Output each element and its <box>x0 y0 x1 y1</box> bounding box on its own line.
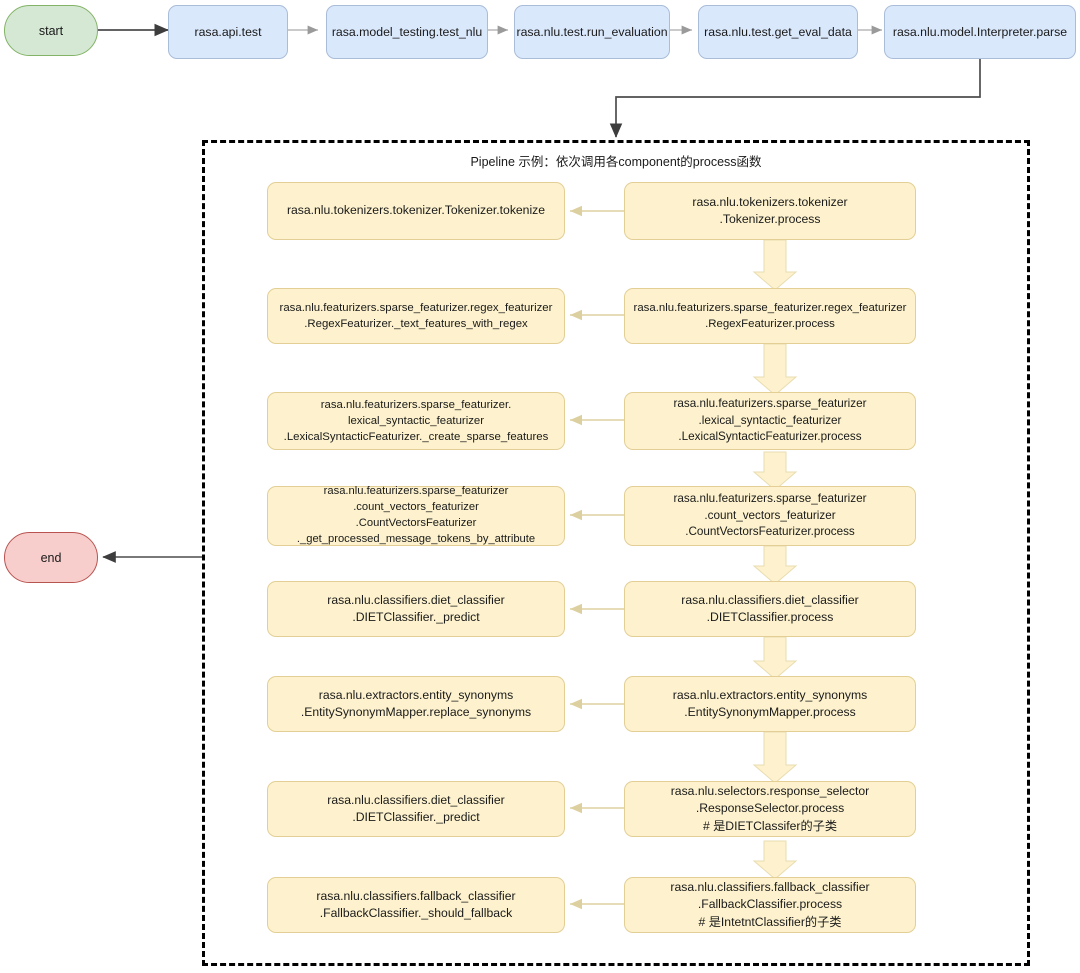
line: .EntitySynonymMapper.process <box>684 705 856 719</box>
line: .CountVectorsFeaturizer <box>355 517 477 529</box>
line: rasa.nlu.tokenizers.tokenizer <box>692 194 848 209</box>
pipeline-right-node-0-lines: rasa.nlu.tokenizers.tokenizer .Tokenizer… <box>633 194 907 229</box>
node-start[interactable]: start <box>4 5 98 56</box>
pipeline-right-node-3-lines: rasa.nlu.featurizers.sparse_featurizer .… <box>633 491 907 541</box>
line: rasa.nlu.extractors.entity_synonyms <box>672 687 868 702</box>
node-rasa-api-test[interactable]: rasa.api.test <box>168 5 288 59</box>
pipeline-left-node-4[interactable]: rasa.nlu.classifiers.diet_classifier .DI… <box>267 581 565 637</box>
node-label: rasa.nlu.test.get_eval_data <box>704 24 852 39</box>
node-end-label: end <box>40 550 62 565</box>
edge-interpreter-parse-to-pipeline <box>609 59 981 138</box>
node-label: rasa.nlu.test.run_evaluation <box>516 24 668 39</box>
line: rasa.nlu.featurizers.sparse_featurizer.r… <box>279 301 553 314</box>
pipeline-right-node-2[interactable]: rasa.nlu.featurizers.sparse_featurizer .… <box>624 392 916 450</box>
pipeline-left-node-7[interactable]: rasa.nlu.classifiers.fallback_classifier… <box>267 877 565 933</box>
pipeline-right-node-1[interactable]: rasa.nlu.featurizers.sparse_featurizer.r… <box>624 288 916 344</box>
line: rasa.nlu.tokenizers.tokenizer.Tokenizer.… <box>286 203 546 218</box>
line: rasa.nlu.classifiers.fallback_classifier <box>316 888 516 903</box>
pipeline-right-node-0[interactable]: rasa.nlu.tokenizers.tokenizer .Tokenizer… <box>624 182 916 240</box>
line: .FallbackClassifier.process <box>697 897 843 912</box>
pipeline-right-node-7-lines: rasa.nlu.classifiers.fallback_classifier… <box>633 879 907 931</box>
node-label: rasa.api.test <box>194 24 262 39</box>
line: .CountVectorsFeaturizer.process <box>685 525 855 539</box>
pipeline-right-node-2-lines: rasa.nlu.featurizers.sparse_featurizer .… <box>633 396 907 446</box>
line: .DIETClassifier.process <box>706 610 834 624</box>
line: rasa.nlu.featurizers.sparse_featurizer <box>673 397 867 411</box>
pipeline-right-node-3[interactable]: rasa.nlu.featurizers.sparse_featurizer .… <box>624 486 916 546</box>
line: .count_vectors_featurizer <box>704 508 836 522</box>
node-rasa-nlu-model-interpreter-parse[interactable]: rasa.nlu.model.Interpreter.parse <box>884 5 1076 59</box>
line: # 是DIETClassifer的子类 <box>702 818 838 833</box>
pipeline-right-node-7[interactable]: rasa.nlu.classifiers.fallback_classifier… <box>624 877 916 933</box>
line: rasa.nlu.featurizers.sparse_featurizer <box>673 492 867 506</box>
pipeline-left-node-5[interactable]: rasa.nlu.extractors.entity_synonyms .Ent… <box>267 676 565 732</box>
line: lexical_syntactic_featurizer <box>347 414 485 427</box>
line: # 是IntetntClassifier的子类 <box>698 914 842 929</box>
line: .LexicalSyntacticFeaturizer.process <box>678 430 862 444</box>
line: .LexicalSyntacticFeaturizer._create_spar… <box>283 431 549 444</box>
pipeline-right-node-6[interactable]: rasa.nlu.selectors.response_selector .Re… <box>624 781 916 837</box>
line: .RegexFeaturizer.process <box>705 318 835 330</box>
pipeline-left-node-1[interactable]: rasa.nlu.featurizers.sparse_featurizer.r… <box>267 288 565 344</box>
pipeline-right-node-5[interactable]: rasa.nlu.extractors.entity_synonyms .Ent… <box>624 676 916 732</box>
line: rasa.nlu.extractors.entity_synonyms <box>318 687 514 702</box>
line: .FallbackClassifier._should_fallback <box>319 906 513 920</box>
pipeline-left-node-2[interactable]: rasa.nlu.featurizers.sparse_featurizer. … <box>267 392 565 450</box>
line: .DIETClassifier._predict <box>352 610 480 624</box>
pipeline-right-node-5-lines: rasa.nlu.extractors.entity_synonyms .Ent… <box>633 687 907 722</box>
line: ._get_processed_message_tokens_by_attrib… <box>296 532 536 545</box>
node-label: rasa.model_testing.test_nlu <box>331 24 483 39</box>
pipeline-left-node-6-lines: rasa.nlu.classifiers.diet_classifier .DI… <box>276 792 556 827</box>
line: rasa.nlu.selectors.response_selector <box>670 784 870 798</box>
pipeline-left-node-7-lines: rasa.nlu.classifiers.fallback_classifier… <box>276 888 556 923</box>
pipeline-container <box>202 140 1030 966</box>
pipeline-left-node-5-lines: rasa.nlu.extractors.entity_synonyms .Ent… <box>276 687 556 722</box>
node-rasa-nlu-test-run-evaluation[interactable]: rasa.nlu.test.run_evaluation <box>514 5 670 59</box>
pipeline-right-node-6-lines: rasa.nlu.selectors.response_selector .Re… <box>633 783 907 835</box>
pipeline-left-node-4-lines: rasa.nlu.classifiers.diet_classifier .DI… <box>276 592 556 627</box>
line: rasa.nlu.classifiers.diet_classifier <box>681 592 859 607</box>
line: rasa.nlu.featurizers.sparse_featurizer <box>323 485 509 498</box>
pipeline-right-node-1-lines: rasa.nlu.featurizers.sparse_featurizer.r… <box>633 300 907 332</box>
line: .DIETClassifier._predict <box>352 810 480 824</box>
pipeline-right-node-4-lines: rasa.nlu.classifiers.diet_classifier .DI… <box>633 592 907 627</box>
pipeline-title: Pipeline 示例：依次调用各component的process函数 <box>470 155 762 169</box>
line: .lexical_syntactic_featurizer <box>698 413 842 427</box>
node-rasa-nlu-test-get-eval-data[interactable]: rasa.nlu.test.get_eval_data <box>698 5 858 59</box>
line: rasa.nlu.featurizers.sparse_featurizer. <box>320 398 512 411</box>
node-label: rasa.nlu.model.Interpreter.parse <box>892 24 1068 39</box>
pipeline-left-node-0[interactable]: rasa.nlu.tokenizers.tokenizer.Tokenizer.… <box>267 182 565 240</box>
pipeline-left-node-1-lines: rasa.nlu.featurizers.sparse_featurizer.r… <box>276 300 556 332</box>
pipeline-left-node-0-lines: rasa.nlu.tokenizers.tokenizer.Tokenizer.… <box>276 202 556 219</box>
line: rasa.nlu.featurizers.sparse_featurizer.r… <box>633 301 907 314</box>
line: .RegexFeaturizer._text_features_with_reg… <box>304 318 528 330</box>
node-rasa-model-testing-test-nlu[interactable]: rasa.model_testing.test_nlu <box>326 5 488 59</box>
line: rasa.nlu.classifiers.fallback_classifier <box>670 880 870 894</box>
pipeline-left-node-2-lines: rasa.nlu.featurizers.sparse_featurizer. … <box>276 397 556 446</box>
line: rasa.nlu.classifiers.diet_classifier <box>327 792 505 807</box>
pipeline-left-node-3[interactable]: rasa.nlu.featurizers.sparse_featurizer .… <box>267 484 565 548</box>
node-start-label: start <box>38 23 64 38</box>
pipeline-right-node-4[interactable]: rasa.nlu.classifiers.diet_classifier .DI… <box>624 581 916 637</box>
node-end[interactable]: end <box>4 532 98 583</box>
line: rasa.nlu.classifiers.diet_classifier <box>327 592 505 607</box>
line: .Tokenizer.process <box>719 212 821 226</box>
line: .EntitySynonymMapper.replace_synonyms <box>300 705 532 719</box>
pipeline-left-node-6[interactable]: rasa.nlu.classifiers.diet_classifier .DI… <box>267 781 565 837</box>
pipeline-left-node-3-lines: rasa.nlu.featurizers.sparse_featurizer .… <box>276 484 556 548</box>
line: .count_vectors_featurizer <box>353 501 479 514</box>
line: .ResponseSelector.process <box>695 801 845 816</box>
